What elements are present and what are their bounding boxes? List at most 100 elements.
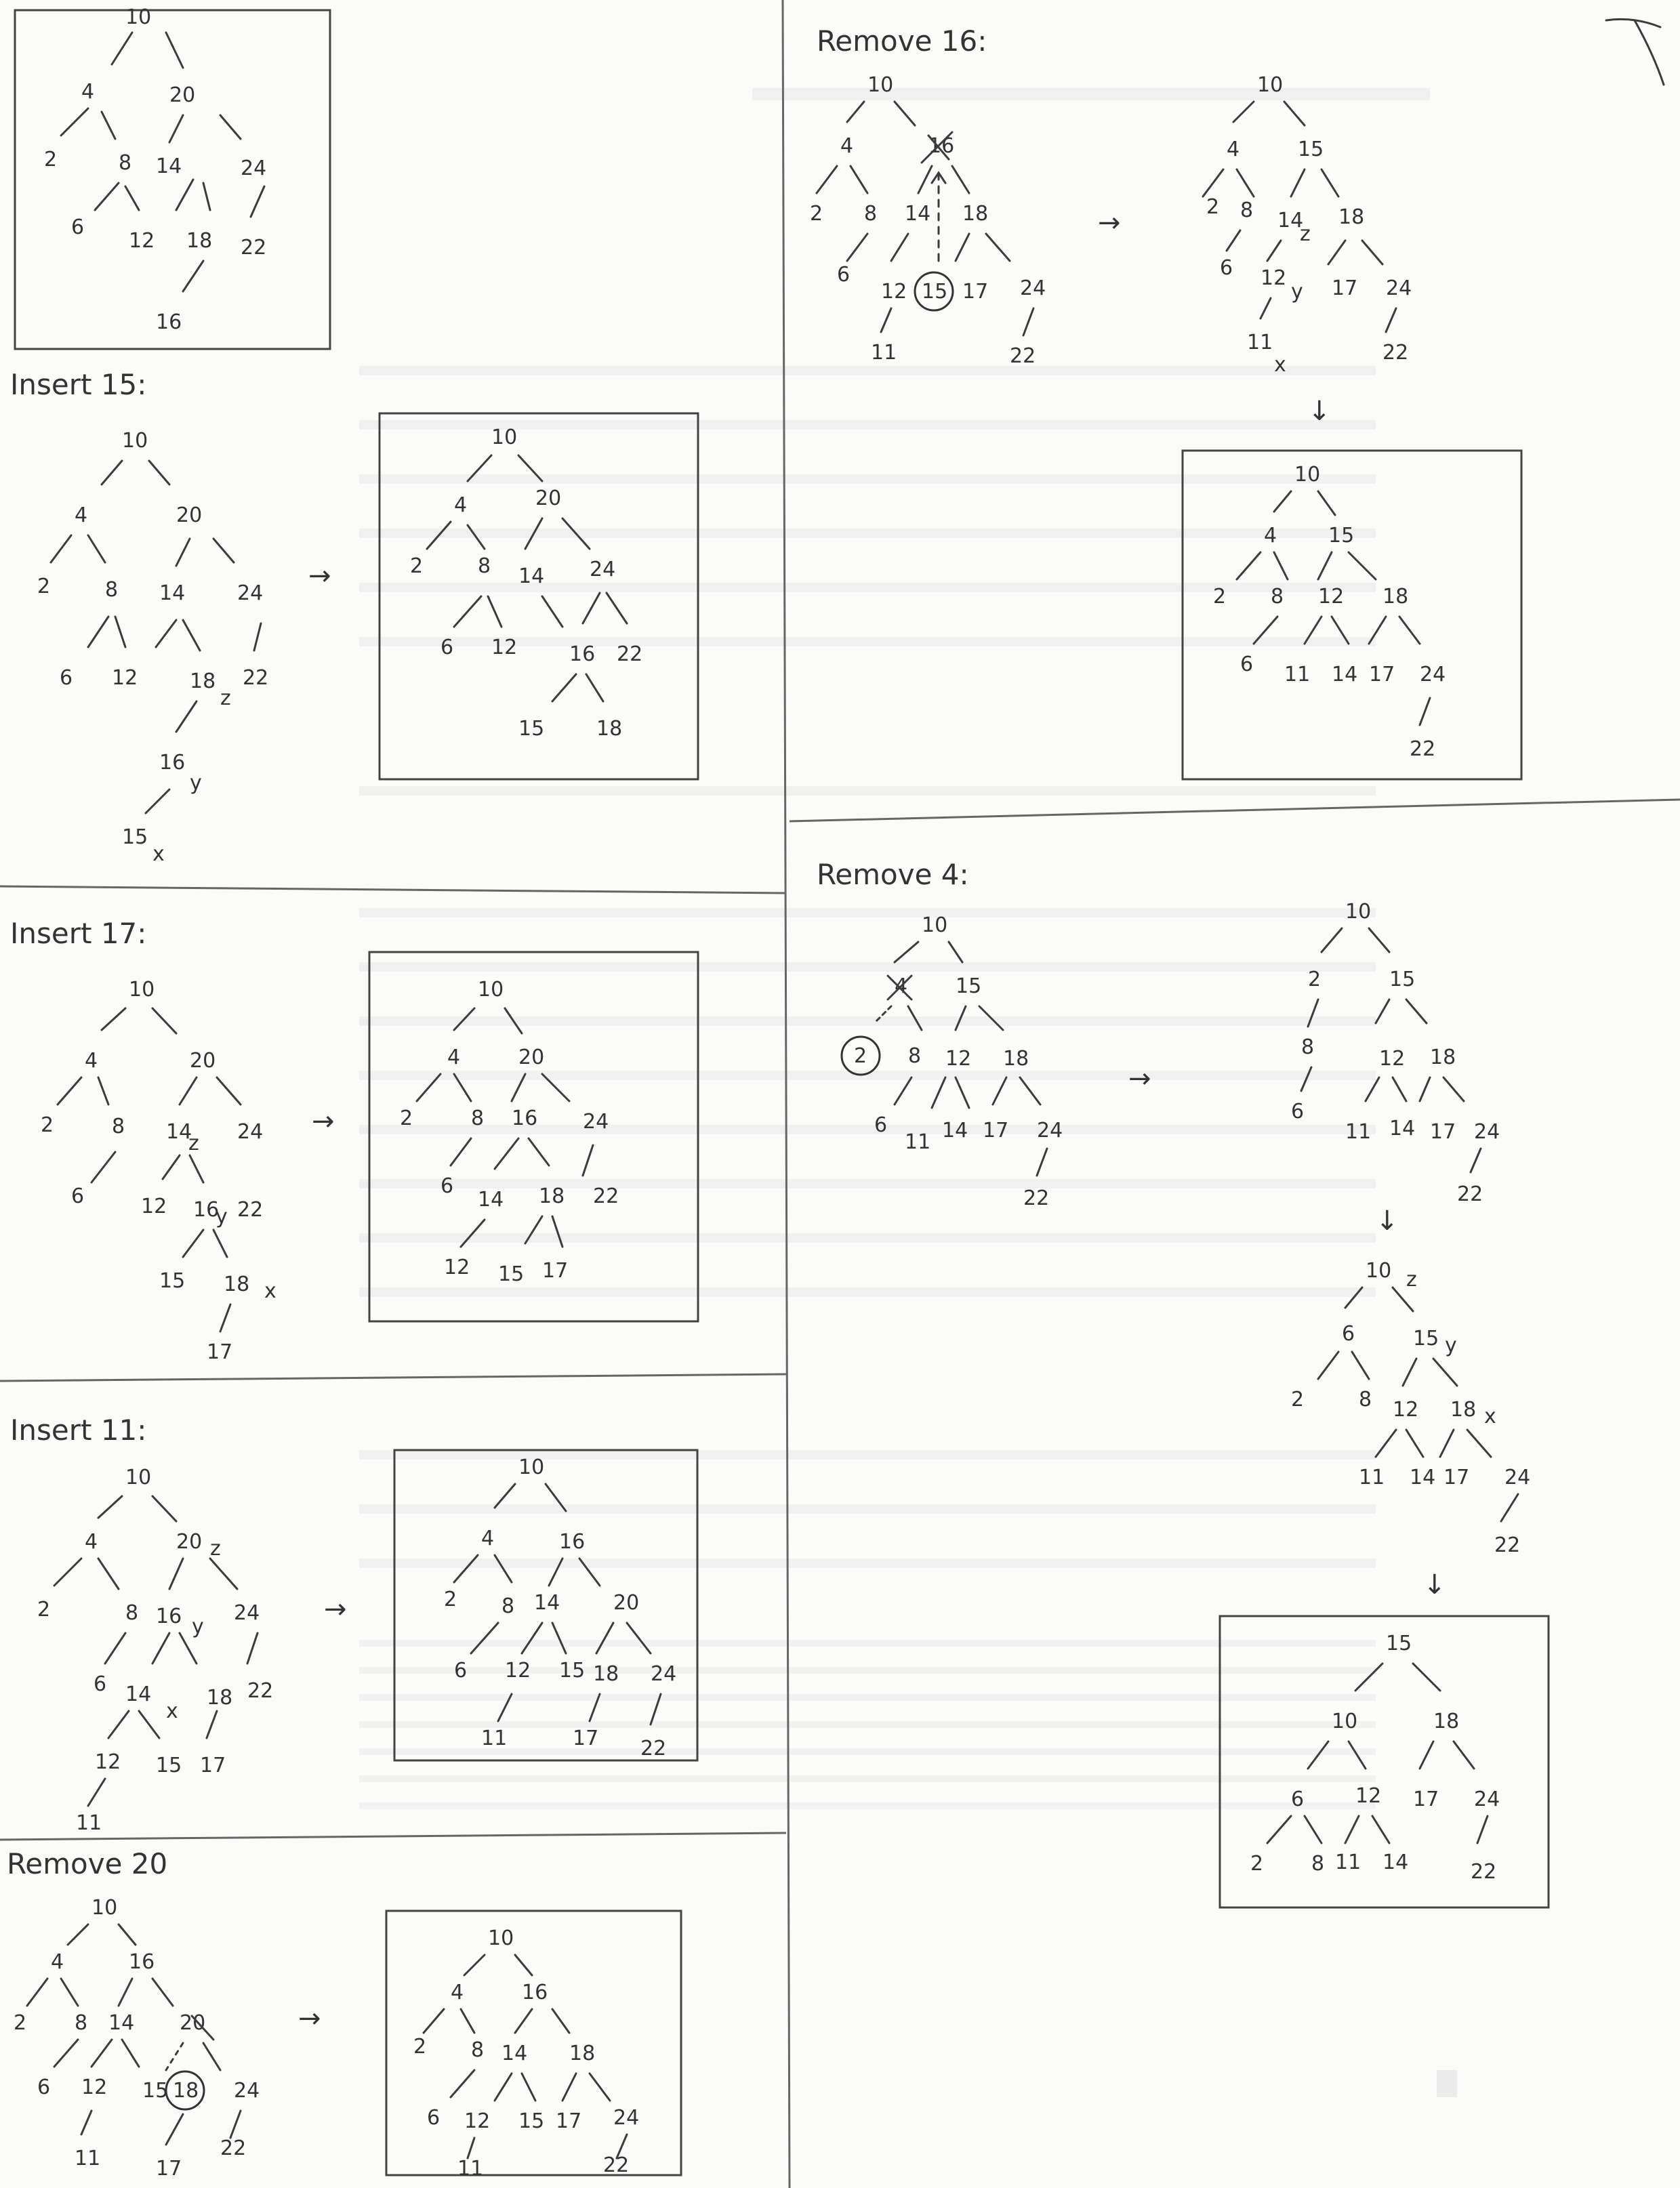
tree-remove4-step2: 10 z 6 15 y 2 8 12 18 x 11 14 17 24 22	[1291, 1259, 1530, 1557]
svg-text:10: 10	[488, 1926, 514, 1950]
svg-text:z: z	[188, 1132, 199, 1155]
svg-text:18: 18	[1430, 1046, 1456, 1069]
svg-text:12: 12	[444, 1256, 470, 1279]
svg-text:24: 24	[651, 1662, 676, 1686]
svg-text:11: 11	[457, 2157, 483, 2181]
svg-text:20: 20	[190, 1049, 216, 1073]
svg-text:15: 15	[956, 974, 981, 998]
svg-text:2: 2	[1206, 195, 1219, 219]
svg-text:24: 24	[1020, 276, 1046, 300]
svg-text:8: 8	[75, 2011, 87, 2035]
svg-text:14: 14	[1410, 1466, 1435, 1489]
svg-text:24: 24	[590, 558, 615, 581]
arrow-down-remove4-a: ↓	[1376, 1205, 1399, 1237]
heading-remove16: Remove 16:	[817, 24, 987, 58]
svg-text:22: 22	[241, 236, 266, 260]
svg-text:16: 16	[559, 1530, 585, 1554]
svg-text:8: 8	[478, 554, 491, 578]
svg-text:10: 10	[1345, 900, 1371, 924]
svg-text:2: 2	[413, 2035, 426, 2059]
svg-text:20: 20	[613, 1591, 639, 1615]
svg-text:12: 12	[505, 1659, 531, 1683]
svg-text:14: 14	[905, 202, 930, 226]
svg-text:14: 14	[108, 2011, 134, 2035]
svg-text:4: 4	[1264, 524, 1277, 548]
svg-text:15: 15	[1386, 1632, 1412, 1655]
svg-text:12: 12	[464, 2109, 490, 2133]
svg-text:17: 17	[573, 1727, 598, 1750]
svg-text:z: z	[210, 1537, 221, 1561]
svg-text:18: 18	[1433, 1710, 1459, 1733]
tree-remove4-before: 10 4 15 2 8 12 18 6 11 14 17 24 22	[840, 913, 1063, 1210]
tree-remove4-step1: 10 2 15 8 12 18 6 11 14 17 24 22	[1291, 900, 1500, 1206]
svg-text:6: 6	[1220, 256, 1233, 280]
svg-text:12: 12	[81, 2076, 107, 2099]
svg-text:20: 20	[180, 2011, 205, 2035]
svg-text:2: 2	[444, 1588, 457, 1611]
svg-text:6: 6	[1342, 1322, 1355, 1346]
svg-text:14: 14	[125, 1683, 151, 1706]
svg-text:10: 10	[518, 1456, 544, 1479]
svg-text:2: 2	[41, 1113, 54, 1137]
svg-text:24: 24	[1420, 663, 1446, 686]
svg-text:y: y	[216, 1205, 228, 1229]
svg-text:20: 20	[176, 1530, 202, 1554]
arrow-insert15: →	[308, 560, 331, 592]
svg-text:14: 14	[518, 564, 544, 588]
svg-text:14: 14	[1277, 209, 1303, 232]
svg-text:2: 2	[14, 2011, 26, 2035]
svg-text:16: 16	[928, 134, 954, 158]
svg-text:6: 6	[71, 1184, 84, 1208]
svg-text:22: 22	[617, 642, 642, 666]
tree-remove20-before: 10 4 16 2 8 14 20 6 12 15 18 24 11 17 22	[14, 1896, 260, 2181]
svg-text:4: 4	[81, 80, 94, 104]
svg-text:17: 17	[200, 1754, 226, 1777]
svg-text:8: 8	[125, 1601, 138, 1625]
arrow-remove20: →	[298, 2003, 321, 2034]
svg-text:z: z	[220, 686, 231, 710]
tree-remove16-before: 10 4 16 2 8 14 18 6 12 15 17 24 11 22	[810, 73, 1046, 368]
svg-text:14: 14	[942, 1119, 968, 1142]
svg-text:8: 8	[471, 2038, 484, 2062]
svg-text:15: 15	[922, 280, 947, 304]
svg-text:6: 6	[37, 2076, 50, 2099]
tree-initial: 10 4 20 2 8 14 24 6 12 18 22 16	[44, 5, 266, 334]
svg-text:18: 18	[593, 1662, 619, 1686]
svg-text:14: 14	[501, 2042, 527, 2065]
svg-text:15: 15	[559, 1659, 585, 1683]
svg-text:6: 6	[427, 2106, 440, 2130]
svg-text:8: 8	[908, 1044, 921, 1068]
svg-text:11: 11	[76, 1811, 102, 1835]
svg-text:z: z	[1406, 1268, 1417, 1292]
svg-text:4: 4	[51, 1950, 64, 1974]
svg-text:12: 12	[491, 636, 517, 659]
svg-text:16: 16	[129, 1950, 155, 1974]
svg-text:8: 8	[1359, 1388, 1372, 1411]
svg-text:17: 17	[1332, 276, 1357, 300]
svg-text:4: 4	[481, 1527, 494, 1550]
svg-text:6: 6	[441, 636, 453, 659]
svg-text:12: 12	[1261, 266, 1286, 290]
svg-text:y: y	[192, 1615, 204, 1638]
svg-text:y: y	[1445, 1334, 1457, 1357]
svg-text:x: x	[152, 842, 165, 866]
svg-text:2: 2	[1291, 1388, 1304, 1411]
svg-text:24: 24	[1386, 276, 1412, 300]
svg-text:6: 6	[94, 1672, 106, 1696]
arrow-remove4: →	[1128, 1063, 1151, 1094]
svg-text:8: 8	[501, 1594, 514, 1618]
svg-text:18: 18	[190, 669, 216, 693]
svg-text:15: 15	[1413, 1327, 1439, 1350]
svg-text:22: 22	[247, 1679, 273, 1703]
heading-insert11: Insert 11:	[10, 1413, 146, 1447]
svg-text:12: 12	[1355, 1784, 1381, 1808]
svg-text:22: 22	[237, 1198, 263, 1222]
svg-text:15: 15	[498, 1262, 524, 1286]
svg-text:11: 11	[871, 341, 897, 365]
svg-text:14: 14	[166, 1120, 192, 1144]
svg-text:22: 22	[1023, 1186, 1049, 1210]
svg-text:10: 10	[1294, 463, 1320, 487]
svg-text:4: 4	[454, 493, 467, 517]
svg-text:24: 24	[583, 1110, 609, 1134]
